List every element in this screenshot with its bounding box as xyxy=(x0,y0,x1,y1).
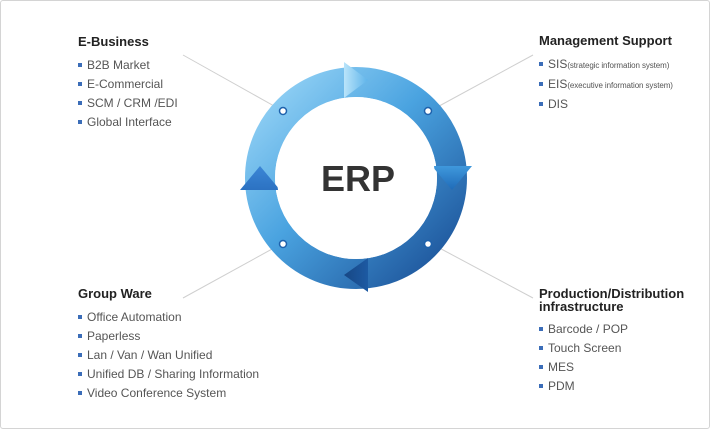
ring-inner-edge xyxy=(275,97,437,259)
e-business-list: B2B Market E-Commercial SCM / CRM /EDI G… xyxy=(78,56,178,132)
bullet-icon xyxy=(78,391,82,395)
dot-group-ware xyxy=(278,239,288,249)
erp-center-label: ERP xyxy=(321,158,395,199)
list-item: PDM xyxy=(539,377,684,396)
list-item: DIS xyxy=(539,95,673,114)
bullet-icon xyxy=(539,365,543,369)
dot-e-business xyxy=(278,106,288,116)
bullet-icon xyxy=(539,384,543,388)
bullet-icon xyxy=(539,62,543,66)
list-item: Touch Screen xyxy=(539,339,684,358)
bullet-icon xyxy=(78,353,82,357)
connector-e-business xyxy=(182,54,284,112)
list-item: Unified DB / Sharing Information xyxy=(78,365,259,384)
production-distribution-list: Barcode / POP Touch Screen MES PDM xyxy=(539,320,684,396)
e-business-title: E-Business xyxy=(78,34,149,49)
list-item: Barcode / POP xyxy=(539,320,684,339)
dot-production xyxy=(423,239,433,249)
arrow-top-head xyxy=(344,62,368,98)
list-item: Lan / Van / Wan Unified xyxy=(78,346,259,365)
connection-dots xyxy=(278,106,433,249)
bullet-icon xyxy=(539,327,543,331)
bullet-icon xyxy=(539,82,543,86)
group-ware-block: Group Ware Office Automation Paperless L… xyxy=(78,287,259,403)
list-item: SIS(strategic information system) xyxy=(539,55,673,75)
list-item: Office Automation xyxy=(78,308,259,327)
connector-group-ware xyxy=(182,242,284,299)
connector-lines xyxy=(182,54,534,299)
dot-management-support xyxy=(423,106,433,116)
bullet-icon xyxy=(539,346,543,350)
list-item: Video Conference System xyxy=(78,384,259,403)
list-item: B2B Market xyxy=(78,56,178,75)
bullet-icon xyxy=(78,334,82,338)
management-support-block: Management Support SIS(strategic informa… xyxy=(539,34,673,114)
group-ware-list: Office Automation Paperless Lan / Van / … xyxy=(78,308,259,403)
management-support-title: Management Support xyxy=(539,33,672,48)
connector-management-support xyxy=(429,54,534,112)
list-item: EIS(executive information system) xyxy=(539,75,673,95)
group-ware-title: Group Ware xyxy=(78,286,152,301)
e-business-block: E-Business B2B Market E-Commercial SCM /… xyxy=(78,35,178,132)
bullet-icon xyxy=(78,101,82,105)
connector-production xyxy=(429,242,534,299)
bullet-icon xyxy=(78,315,82,319)
arrow-bottom-head xyxy=(344,258,368,292)
arrow-left-head xyxy=(240,166,280,190)
erp-center-circle xyxy=(277,99,435,257)
list-item: Global Interface xyxy=(78,113,178,132)
list-item: E-Commercial xyxy=(78,75,178,94)
list-item: SCM / CRM /EDI xyxy=(78,94,178,113)
bullet-icon xyxy=(78,120,82,124)
list-item: MES xyxy=(539,358,684,377)
arrow-right-head xyxy=(432,166,472,190)
bullet-icon xyxy=(539,102,543,106)
bullet-icon xyxy=(78,372,82,376)
list-item: Paperless xyxy=(78,327,259,346)
bullet-icon xyxy=(78,82,82,86)
management-support-list: SIS(strategic information system) EIS(ex… xyxy=(539,55,673,114)
bullet-icon xyxy=(78,63,82,67)
